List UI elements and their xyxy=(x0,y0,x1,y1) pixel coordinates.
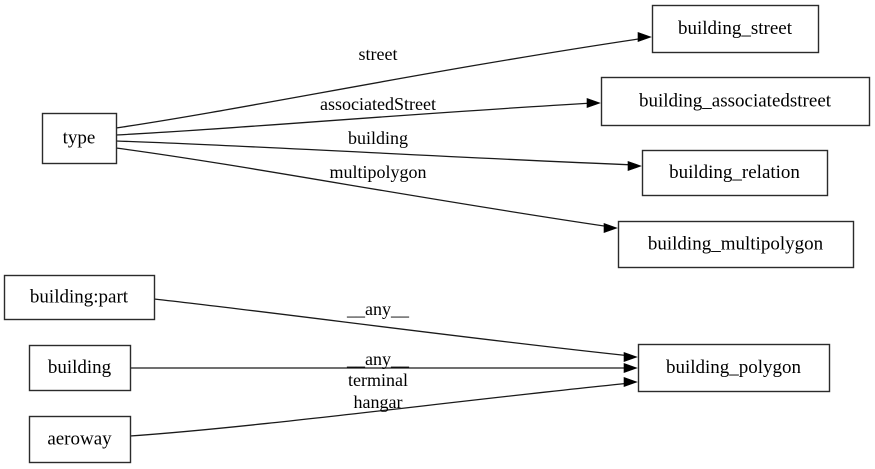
edge-label-building-to-building_polygon: __any__ xyxy=(346,349,410,369)
node-box[interactable] xyxy=(28,415,132,464)
edge-type-to-building_associatedstreet xyxy=(115,97,601,136)
arrowhead-icon xyxy=(627,160,642,172)
node-building_associatedstreet[interactable]: building_associatedstreet xyxy=(600,76,871,127)
node-box[interactable] xyxy=(28,344,132,392)
node-label: building_street xyxy=(678,18,793,39)
edge-label-text: building xyxy=(348,128,408,148)
edge-building_part-to-building_polygon xyxy=(153,298,638,363)
arrowhead-icon xyxy=(586,97,601,109)
node-box[interactable] xyxy=(641,149,829,197)
edge-label-text: multipolygon xyxy=(329,162,426,182)
node-aeroway[interactable]: aeroway xyxy=(28,415,132,464)
edge-label-text: hangar xyxy=(354,392,403,412)
edge-type-to-building_relation xyxy=(115,140,642,172)
edge-line xyxy=(115,140,636,166)
edge-label-text: terminal xyxy=(348,370,408,390)
node-label: building:part xyxy=(30,286,129,307)
arrowhead-icon xyxy=(623,376,638,388)
node-box[interactable] xyxy=(3,274,156,321)
node-box[interactable] xyxy=(41,112,118,165)
edge-label-type-to-building_relation: building xyxy=(348,128,408,148)
edges-layer xyxy=(115,31,652,437)
edge-aeroway-to-building_polygon xyxy=(129,376,638,437)
node-building_multipolygon[interactable]: building_multipolygon xyxy=(617,220,855,269)
node-box[interactable] xyxy=(617,220,855,269)
node-label: building_multipolygon xyxy=(648,233,824,254)
edge-line xyxy=(153,298,632,357)
edge-line xyxy=(115,102,595,136)
edge-line xyxy=(115,147,612,228)
node-label: building_polygon xyxy=(666,357,802,378)
node-building[interactable]: building xyxy=(28,344,132,392)
node-building_street[interactable]: building_street xyxy=(651,4,820,54)
edge-labels-layer: street associatedStreet building multipolyg… xyxy=(320,44,436,412)
node-label: aeroway xyxy=(47,428,112,449)
edge-label-text: street xyxy=(359,44,398,64)
edge-label-type-to-building_associatedstreet: associatedStreet xyxy=(320,94,436,114)
edge-label-text: associatedStreet xyxy=(320,94,436,114)
edge-line xyxy=(129,382,632,437)
edge-label-text: __any__ xyxy=(346,349,410,369)
edge-label-type-to-building_multipolygon: multipolygon xyxy=(329,162,426,182)
node-building_part[interactable]: building:part xyxy=(3,274,156,321)
node-box[interactable] xyxy=(600,76,871,127)
arrowhead-icon xyxy=(637,31,652,43)
edge-type-to-building_street xyxy=(115,31,652,129)
node-box[interactable] xyxy=(651,4,820,54)
edge-label-text: __any__ xyxy=(346,299,410,319)
edge-building-to-building_polygon xyxy=(130,362,638,374)
edge-label-type-to-building_street: street xyxy=(359,44,398,64)
node-label: building_associatedstreet xyxy=(639,90,832,111)
edge-line xyxy=(115,37,646,129)
node-label: building xyxy=(48,357,112,378)
edge-label-building_part-to-building_polygon: __any__ xyxy=(346,299,410,319)
node-type[interactable]: type xyxy=(41,112,118,165)
edge-type-to-building_multipolygon xyxy=(115,147,618,234)
node-label: type xyxy=(63,127,96,148)
node-building_relation[interactable]: building_relation xyxy=(641,149,829,197)
node-building_polygon[interactable]: building_polygon xyxy=(637,343,831,393)
arrowhead-icon xyxy=(603,222,618,234)
arrowhead-icon xyxy=(623,362,638,374)
nodes-layer: type building_street building_associatedst… xyxy=(3,4,871,464)
node-label: building_relation xyxy=(669,162,800,183)
arrowhead-icon xyxy=(623,351,638,363)
node-box[interactable] xyxy=(637,343,831,393)
